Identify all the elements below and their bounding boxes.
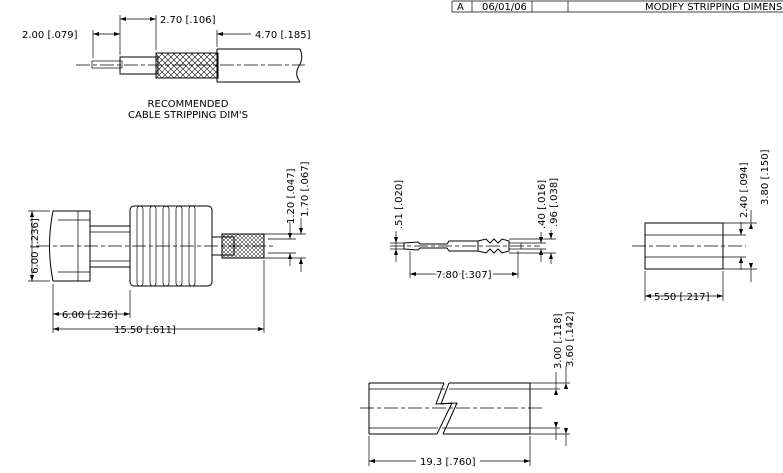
connector-dim-v2: 1.70 [.067] bbox=[300, 161, 311, 217]
pin-dim-length-label: 7.80 [.307] bbox=[436, 270, 492, 281]
revision-letter: A bbox=[457, 2, 464, 13]
connector-dim-body: 6.00 [.236] bbox=[62, 310, 118, 321]
revision-description: MODIFY STRIPPING DIMENSION bbox=[645, 2, 783, 13]
crimp-ferrule-view: 2.40 [.094] 3.80 [.150] 5.50 [.217] bbox=[632, 149, 771, 303]
connector-dim-v1: 1.20 [.047] bbox=[286, 168, 297, 224]
strip-caption-line1: RECOMMENDED bbox=[148, 99, 229, 110]
sleeve-dim-v2: 3.60 [.142] bbox=[565, 311, 576, 367]
revision-table: A 06/01/06 MODIFY STRIPPING DIMENSION bbox=[451, 0, 783, 13]
contact-pin-view: .51 [.020] .40 [.016] .96 [.038] 7.80 [.… bbox=[390, 178, 560, 283]
connector-dim-length: 15.50 [.611] bbox=[114, 325, 176, 336]
sleeve-dim-length: 19.3 [.760] bbox=[420, 457, 476, 468]
pin-dim-tip: .51 [.020] bbox=[394, 180, 405, 229]
strip-dim-c: 4.70 [.185] bbox=[255, 30, 311, 41]
sleeve-dim-v1: 3.00 [.118] bbox=[553, 313, 564, 369]
strip-dim-a: 2.00 [.079] bbox=[22, 30, 78, 41]
pin-dim-length: 7.80 [.307] bbox=[436, 270, 492, 281]
ferrule-dim-v1: 2.40 [.094] bbox=[739, 162, 750, 218]
connector-view: 6.00 [.236] 6.00 [.236] 15.50 [.611] 1.2… bbox=[28, 161, 311, 336]
ferrule-dim-length: 5.50 [.217] bbox=[654, 292, 710, 303]
strip-dim-b: 2.70 [.106] bbox=[160, 15, 216, 26]
ferrule-dim-v2: 3.80 [.150] bbox=[760, 149, 771, 205]
pin-dim-v1: .40 [.016] bbox=[537, 180, 548, 229]
strip-caption-line2: CABLE STRIPPING DIM'S bbox=[128, 110, 248, 121]
sleeve-view: 3.00 [.118] 3.60 [.142] 19.3 [.760] bbox=[360, 311, 576, 468]
connector-dim-height: 6.00 [.236] bbox=[30, 218, 41, 274]
revision-date: 06/01/06 bbox=[482, 2, 527, 13]
pin-dim-v2: .96 [.038] bbox=[549, 178, 560, 227]
cable-stripping-view: 2.70 [.106] 2.00 [.079] 4.70 [.185] RECO… bbox=[22, 15, 311, 121]
